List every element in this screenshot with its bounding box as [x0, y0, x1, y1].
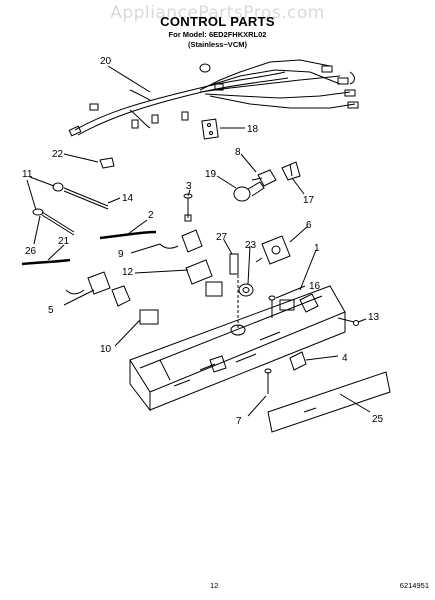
callout-7: 7	[236, 416, 242, 427]
callout-14: 14	[122, 193, 134, 204]
callout-27: 27	[216, 232, 228, 243]
callout-10: 10	[100, 344, 112, 355]
callout-5: 5	[48, 305, 54, 316]
part-27-tag	[229, 253, 239, 275]
page-number: 12	[210, 581, 219, 590]
callout-18: 18	[247, 124, 259, 135]
part-25-trim	[267, 371, 391, 433]
document-number: 6214951	[399, 581, 429, 590]
part-18-plate	[201, 118, 219, 140]
page-title: CONTROL PARTS	[160, 14, 275, 29]
part-22-clip	[99, 157, 115, 169]
part-2-tube	[99, 230, 157, 240]
callout-17: 17	[303, 195, 315, 206]
part-20-wire-harness	[68, 59, 359, 137]
part-1-housing	[129, 260, 346, 412]
part-5-switch	[65, 271, 131, 307]
callout-23: 23	[245, 240, 257, 251]
model-line: For Model: 6ED2FHKXRL02	[168, 30, 267, 39]
callout-26: 26	[25, 246, 37, 257]
variant-line: (Stainless~VCM)	[188, 40, 247, 49]
watermark: AppliancePartsPros.com	[110, 3, 325, 23]
part-26-rod	[41, 211, 75, 236]
part-6-thermostat	[255, 235, 291, 265]
callout-16: 16	[309, 281, 321, 292]
callout-20: 20	[100, 56, 112, 67]
callout-22: 22	[52, 149, 64, 160]
part-16-screw	[268, 295, 276, 318]
part-8-socket	[251, 169, 277, 187]
callout-19: 19	[205, 169, 217, 180]
part-13-screw	[337, 317, 359, 326]
callout-9: 9	[118, 249, 124, 260]
part-17-switch	[281, 161, 301, 181]
part-23-knob	[238, 283, 254, 297]
callout-4: 4	[342, 353, 348, 364]
part-11-spacer	[32, 182, 64, 216]
part-4-clip	[289, 351, 307, 371]
callout-8: 8	[235, 147, 241, 158]
callout-13: 13	[368, 312, 380, 323]
part-21-tube	[21, 258, 71, 266]
callout-3: 3	[186, 181, 192, 192]
callout-2: 2	[148, 210, 154, 221]
leader-lines	[26, 65, 371, 417]
callout-6: 6	[306, 220, 312, 231]
part-3-screw	[183, 193, 193, 222]
part-9-switch	[159, 229, 203, 253]
part-14-rod	[63, 187, 109, 210]
callout-12: 12	[122, 267, 134, 278]
part-10-label	[139, 309, 159, 325]
callout-21: 21	[58, 236, 70, 247]
callout-25: 25	[372, 414, 384, 425]
callout-11: 11	[22, 169, 33, 180]
part-7-screw	[264, 368, 272, 394]
part-12-switch	[185, 259, 223, 297]
part-19-bulb	[233, 181, 265, 202]
callout-1: 1	[314, 243, 320, 254]
